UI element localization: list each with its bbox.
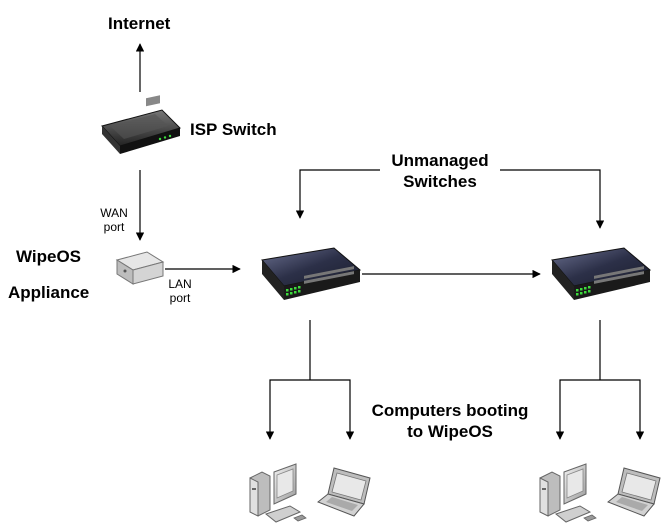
- lan-port-line1: LAN: [168, 277, 192, 291]
- right-branch-laptop-arrow: [600, 379, 645, 440]
- right-laptop-icon: [607, 467, 661, 517]
- label-to-left-switch-arrow: [295, 169, 380, 219]
- isp-router-icon: [101, 95, 181, 154]
- wipeos-label: WipeOS: [16, 247, 82, 266]
- computers-booting-label: Computers booting to WipeOS: [360, 400, 540, 442]
- lan-port-label: LAN port: [163, 277, 197, 305]
- computers-booting-line2: to WipeOS: [407, 422, 493, 441]
- unmanaged-switches-line1: Unmanaged: [391, 151, 489, 170]
- connections: [135, 43, 645, 440]
- left-desktop-computer-icon: [249, 463, 307, 523]
- unmanaged-switches-line2: Switches: [403, 172, 477, 191]
- isp-switch-label: ISP Switch: [190, 120, 277, 139]
- right-branch-desktop-arrow: [555, 379, 600, 440]
- wan-port-label: WAN port: [97, 206, 131, 234]
- computers-booting-line1: Computers booting: [371, 401, 529, 420]
- unmanaged-switches-label: Unmanaged Switches: [380, 150, 500, 192]
- lan-port-line2: port: [169, 291, 191, 305]
- right-switch-icon: [551, 247, 652, 300]
- left-branch-laptop-arrow: [310, 379, 355, 440]
- wan-port-line2: port: [103, 220, 125, 234]
- internet-label: Internet: [108, 14, 171, 33]
- wipeos-appliance-icon: [115, 251, 165, 285]
- appliance-label: Appliance: [8, 283, 90, 302]
- left-branch-desktop-arrow: [265, 379, 310, 440]
- left-laptop-icon: [317, 467, 371, 517]
- right-desktop-computer-icon: [539, 463, 597, 523]
- left-switch-icon: [261, 247, 362, 300]
- label-to-right-switch-arrow: [500, 169, 605, 229]
- wan-port-line1: WAN: [100, 206, 128, 220]
